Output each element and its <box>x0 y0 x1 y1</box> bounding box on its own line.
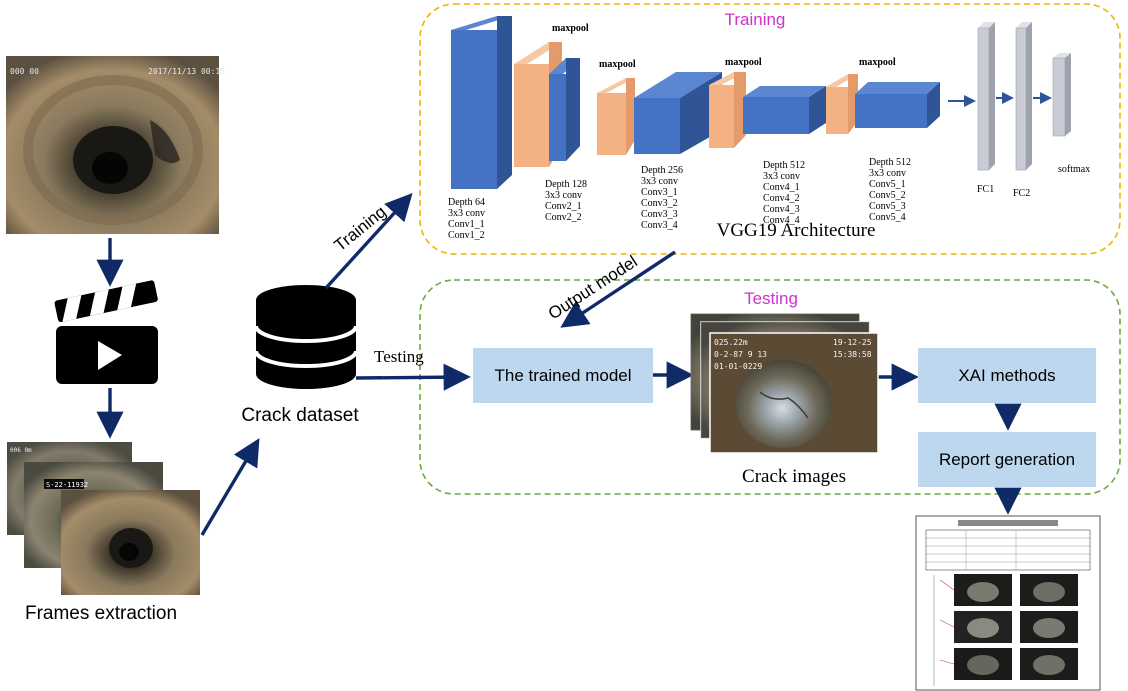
arrow-dataset-to-training <box>324 192 413 290</box>
svg-text:01-01-0229: 01-01-0229 <box>714 362 762 371</box>
pool-block-3 <box>709 72 746 148</box>
block-4-labels: Depth 512 3x3 conv Conv4_1 Conv4_2 Conv4… <box>763 160 807 226</box>
training-section-title: Training <box>725 10 786 29</box>
report-document <box>915 515 1101 691</box>
sewer-cctv-frame: 000 00 2017/11/13 00:15 <box>6 56 225 234</box>
softmax-label: softmax <box>1058 164 1090 175</box>
testing-section-frame <box>419 279 1121 495</box>
arrow-output-model <box>560 250 676 328</box>
fc2-label: FC2 <box>1013 188 1030 199</box>
arrow-label-testing: Testing <box>374 347 424 366</box>
conv-block-1 <box>451 16 512 189</box>
maxpool-label-3: maxpool <box>725 57 762 68</box>
crack-dataset-label: Crack dataset <box>241 405 359 426</box>
maxpool-label-2: maxpool <box>599 59 636 70</box>
conv-block-5 <box>855 82 940 128</box>
pool-block-2 <box>597 78 635 155</box>
xai-methods-box: XAI methods <box>918 348 1096 403</box>
training-section-frame <box>419 3 1121 255</box>
block-1-labels: Depth 64 3x3 conv Conv1_1 Conv1_2 <box>448 197 487 241</box>
conv-block-2 <box>549 58 580 161</box>
arrow-dataset-to-trained-model <box>355 363 471 391</box>
fc1-label: FC1 <box>977 184 994 195</box>
testing-section-title: Testing <box>744 289 798 308</box>
block-5-labels: Depth 512 3x3 conv Conv5_1 Conv5_2 Conv5… <box>869 157 913 223</box>
svg-text:025.22m: 025.22m <box>714 338 748 347</box>
conv-block-3 <box>634 72 722 154</box>
conv-block-4 <box>743 86 826 134</box>
svg-text:0-2-87 9 13: 0-2-87 9 13 <box>714 350 767 359</box>
fc1-layer <box>977 22 995 171</box>
fc-arrows <box>948 92 1052 107</box>
database-icon <box>254 285 358 389</box>
report-generation-box: Report generation <box>918 432 1096 487</box>
vgg19-architecture: maxpool maxpool maxpool maxpool Depth 64… <box>448 16 1090 241</box>
vgg19-title: VGG19 Architecture <box>717 220 876 241</box>
softmax-layer <box>1052 53 1071 137</box>
svg-text:15:38:58: 15:38:58 <box>833 350 872 359</box>
svg-text:006 0m: 006 0m <box>10 447 32 454</box>
svg-text:S-22-11932: S-22-11932 <box>46 481 88 489</box>
crack-images-stack: 025.22m 19-12-25 0-2-87 9 13 15:38:58 01… <box>690 313 879 454</box>
maxpool-label-4: maxpool <box>859 57 896 68</box>
svg-text:000 00: 000 00 <box>10 67 39 76</box>
fc2-layer <box>1015 22 1032 171</box>
extracted-frames-stack: 006 0m S-22-11932 <box>7 442 200 595</box>
clapperboard-icon <box>54 280 158 384</box>
arrow-frames-to-dataset <box>200 438 260 536</box>
frames-extraction-label: Frames extraction <box>25 603 177 624</box>
block-3-labels: Depth 256 3x3 conv Conv3_1 Conv3_2 Conv3… <box>641 165 685 231</box>
svg-text:19-12-25: 19-12-25 <box>833 338 872 347</box>
trained-model-box: The trained model <box>473 348 653 403</box>
block-2-labels: Depth 128 3x3 conv Conv2_1 Conv2_2 <box>545 179 589 223</box>
svg-text:2017/11/13 00:15: 2017/11/13 00:15 <box>148 67 225 76</box>
arrow-label-output-model: Output model <box>545 252 641 324</box>
pool-block-4 <box>826 74 858 134</box>
crack-images-label: Crack images <box>742 466 846 487</box>
flow-arrows <box>96 192 1022 536</box>
maxpool-label-1: maxpool <box>552 23 589 34</box>
